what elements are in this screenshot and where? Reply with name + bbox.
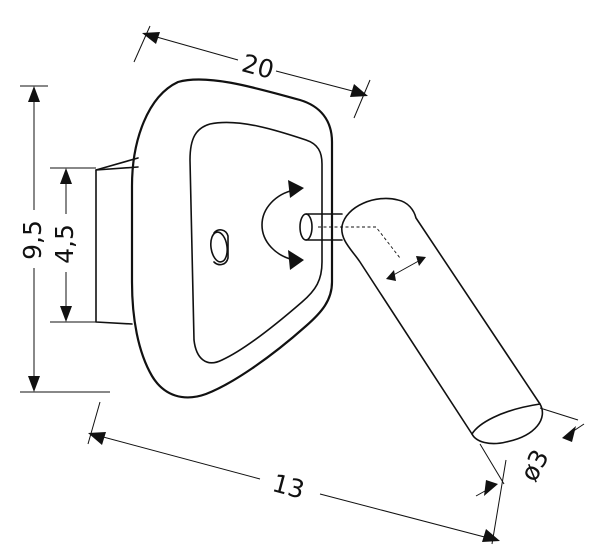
back-plate-outer [130,78,334,399]
axis-dash [318,226,401,259]
dimension-height-total: 9,5 [18,85,110,393]
dimension-height-base: 4,5 [50,167,96,323]
switch-button [210,231,228,263]
rotation-arc [261,189,295,261]
dimension-diameter: ø3 [475,407,585,497]
dimension-label-diameter-3: ø3 [515,445,555,486]
lamp-arm [341,197,544,445]
dimension-label-9-5: 9,5 [18,220,47,260]
lamp-outline [95,78,544,445]
rotation-arrow-bottom [288,250,304,270]
dimension-label-20: 20 [239,48,277,84]
back-plate-inner [189,121,323,364]
pivot-stem [305,213,343,241]
dimension-width-top: 20 [133,25,371,119]
dimension-depth: 13 [87,401,507,545]
dimension-label-4-5: 4,5 [50,224,79,264]
rotation-arrow-top [288,180,304,198]
dimension-label-13: 13 [269,468,307,504]
